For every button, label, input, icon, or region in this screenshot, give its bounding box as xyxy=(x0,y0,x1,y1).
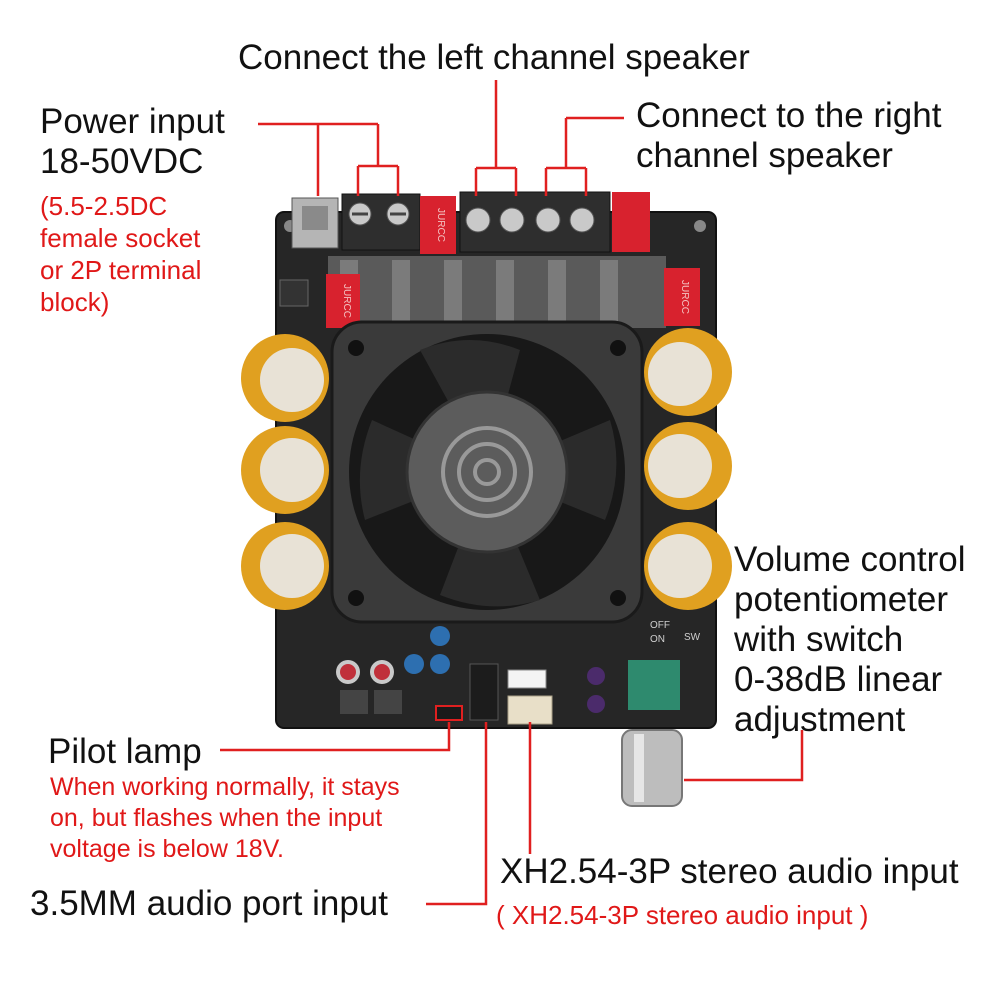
film-capacitor xyxy=(420,196,456,254)
power-terminal-block xyxy=(341,193,421,251)
xh-input-note: ( XH2.54-3P stereo audio input ) xyxy=(496,900,869,930)
film-capacitor xyxy=(612,192,650,252)
jurcc-mark: JURCC xyxy=(679,280,690,314)
inductor-small xyxy=(279,279,309,307)
cooling-fan xyxy=(330,320,644,624)
leader-lines xyxy=(220,80,804,906)
power-input-label: Power input 18-50VDC xyxy=(40,102,225,181)
speaker-terminal-block xyxy=(459,191,611,253)
left-speaker-label: Connect the left channel speaker xyxy=(238,38,750,77)
heatsink xyxy=(328,256,666,328)
pilot-led xyxy=(435,705,463,721)
pilot-lamp-label: Pilot lamp xyxy=(48,732,202,771)
jurcc-mark: JURCC xyxy=(341,284,352,318)
film-capacitor xyxy=(664,268,700,326)
xh-connector xyxy=(507,695,553,725)
volume-control-label: Volume control potentiometer with switch… xyxy=(734,540,966,739)
audio-port-label: 3.5MM audio port input xyxy=(30,884,388,923)
film-capacitor xyxy=(326,274,360,328)
sw-mark: SW xyxy=(684,632,701,643)
jurcc-mark: JURCC xyxy=(435,208,446,242)
xh-input-label: XH2.54-3P stereo audio input xyxy=(500,852,959,891)
lower-components xyxy=(336,626,683,807)
pilot-lamp-note: When working normally, it stays on, but … xyxy=(50,773,400,863)
switch-mark: OFF xyxy=(650,620,670,631)
right-speaker-label: Connect to the right channel speaker xyxy=(636,96,942,175)
electrolytic-capacitors xyxy=(241,328,732,610)
audio-jack xyxy=(469,663,499,721)
potentiometer-body xyxy=(628,660,680,710)
potentiometer-knob xyxy=(621,729,683,807)
mount-hole xyxy=(694,220,706,232)
switch-mark: ON xyxy=(650,634,665,645)
power-input-note: (5.5-2.5DC female socket or 2P terminal … xyxy=(40,191,202,317)
